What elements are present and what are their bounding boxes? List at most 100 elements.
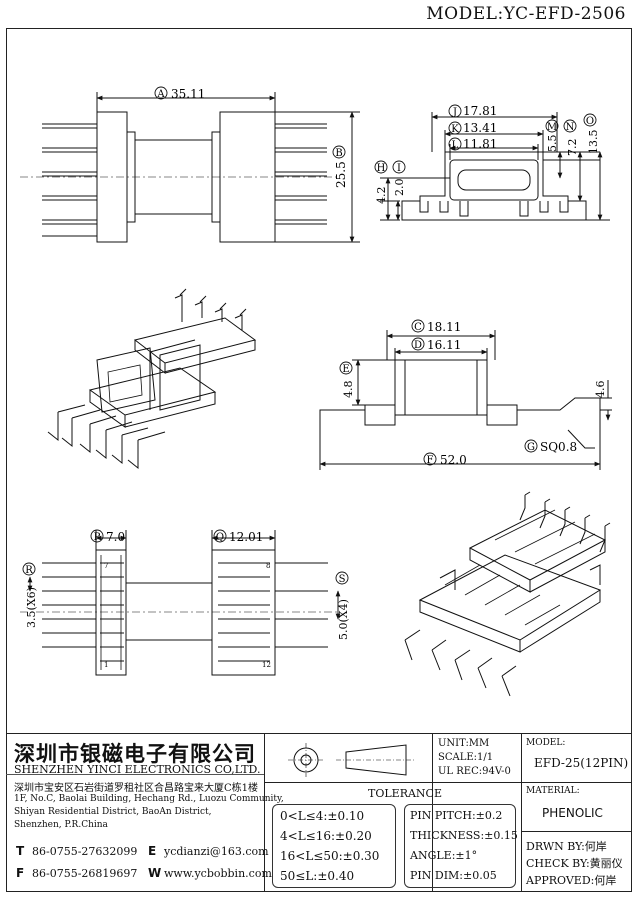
svg-text:N: N [566,122,575,133]
dim-L: L 11.81 [448,137,497,151]
isometric-view-2 [404,491,611,697]
svg-text:11.81: 11.81 [463,137,497,151]
tolerance-right-item: ANGLE:±1° [410,849,478,862]
top-view [20,92,360,243]
company-name-cn: 深圳市银磁电子有限公司 [14,741,256,766]
address-cn: 深圳市宝安区石岩街道罗租社区合昌路宝来大厦C栋1楼 [14,783,259,794]
dim-O: O 13.5 [583,113,600,155]
svg-text:SQ0.8: SQ0.8 [540,440,577,454]
dim-D: D 16.11 [411,337,461,352]
dim-M: M 5.5 [545,119,559,153]
dim-A: A 35.11 [154,86,205,101]
svg-text:5.5: 5.5 [546,135,559,153]
svg-text:I: I [397,163,401,174]
svg-text:O: O [586,116,594,127]
svg-text:3.5(X6): 3.5(X6) [25,587,38,628]
fax-number: 86-0755-26819697 [32,867,138,880]
dim-J: J 17.81 [448,104,497,118]
dim-E: E 4.8 [339,361,355,399]
svg-text:13.41: 13.41 [463,121,497,135]
svg-text:J: J [452,107,457,118]
svg-text:L: L [452,140,459,151]
svg-text:S: S [339,574,346,585]
dim-letter: A [156,89,165,100]
dim-G: G SQ0.8 [524,439,577,454]
svg-text:52.0: 52.0 [440,453,467,467]
tel-label: T [16,844,25,858]
tel-number: 86-0755-27632099 [32,845,138,858]
svg-text:E: E [342,364,349,375]
svg-text:Q: Q [216,532,224,543]
dim-Q: Q 12.01 [213,529,263,544]
web-address: www.ycbobbin.com [164,867,272,880]
tolerance-left-item: 0<L≤4:±0.10 [280,809,365,823]
dim-B: B 25.5 [332,145,348,188]
svg-text:5.0(X4): 5.0(X4) [337,599,350,640]
web-label: W [148,866,162,880]
address-en-3: Shenzhen, P.R.China [14,820,108,830]
svg-text:F: F [427,455,434,466]
fax-label: F [16,866,25,880]
svg-text:1: 1 [104,661,108,669]
front-view [380,112,610,221]
dim-H: H 4.2 [374,160,388,205]
dim-P: P 7.0 [90,529,125,544]
svg-text:7.2: 7.2 [566,139,579,157]
svg-text:4.8: 4.8 [342,381,355,399]
svg-text:25.5: 25.5 [334,161,348,188]
unit-text: UNIT:MM [438,738,490,749]
title-block: 深圳市银磁电子有限公司 SHENZHEN YINCI ELECTRONICS C… [6,733,632,892]
dim-value: 35.11 [171,87,205,101]
bottom-view [20,530,341,676]
drawing-frame [6,28,632,892]
scale-text: SCALE:1/1 [438,752,494,763]
svg-text:4.6: 4.6 [594,381,607,399]
model-title: MODEL:YC-EFD-2506 [426,4,626,24]
svg-text:4.2: 4.2 [375,187,388,205]
svg-text:P: P [94,532,101,543]
drawn-by: DRWN BY:何岸 [526,840,607,853]
tolerance-title: TOLERANCE [368,787,442,800]
dim-side-height: 4.6 [594,381,607,399]
dim-C: C 18.11 [411,319,461,334]
address-en-2: Shiyan Residential District, BaoAn Distr… [14,807,212,817]
tolerance-right-item: THICKNESS:±0.15 [410,829,518,842]
company-name-en: SHENZHEN YINCI ELECTRONICS CO,LTD. [14,763,261,776]
address-en-1: 1F, No.C, Baolai Building, Hechang Rd., … [14,794,284,804]
check-by: CHECK BY:黄丽仪 [526,857,623,870]
svg-text:G: G [527,442,535,453]
side-view [319,330,612,470]
dim-K: K 13.41 [448,121,497,135]
dim-R: R 3.5(X6) [22,562,38,628]
svg-text:M: M [547,122,557,133]
projection-symbol-icon [288,743,416,777]
tolerance-right-box [404,804,516,888]
email-address: ycdianzi@163.com [164,845,269,858]
svg-text:12: 12 [262,661,271,669]
pin-number-labels: 7 8 1 12 [104,562,271,669]
svg-text:B: B [335,148,342,159]
svg-text:D: D [414,340,422,351]
svg-text:7.0: 7.0 [106,530,125,544]
svg-text:16.11: 16.11 [427,338,461,352]
svg-text:C: C [414,322,422,333]
dim-S: S 5.0(X4) [335,571,350,640]
svg-text:18.11: 18.11 [427,320,461,334]
dim-F: F 52.0 [423,452,467,467]
tolerance-right-item: PIN DIM:±0.05 [410,869,497,882]
email-label: E [148,844,157,858]
approved-by: APPROVED:何岸 [526,874,617,887]
tolerance-left-item: 16<L≤50:±0.30 [280,849,380,863]
dim-I: I 2.0 [392,160,406,197]
material-label: MATERIAL: [526,786,580,796]
model-label: MODEL: [526,738,566,748]
model-value: EFD-25(12PIN) [534,756,629,770]
svg-text:13.5: 13.5 [587,130,600,155]
svg-text:R: R [25,565,33,576]
ul-text: UL REC:94V-0 [438,766,511,777]
drawing-area: A 35.11 B 25.5 H 4.2 I 2.0 J [20,86,640,697]
svg-text:K: K [451,124,459,135]
tolerance-right-item: PIN PITCH:±0.2 [410,809,503,822]
svg-text:2.0: 2.0 [393,179,406,197]
tolerance-left-box [272,804,396,888]
